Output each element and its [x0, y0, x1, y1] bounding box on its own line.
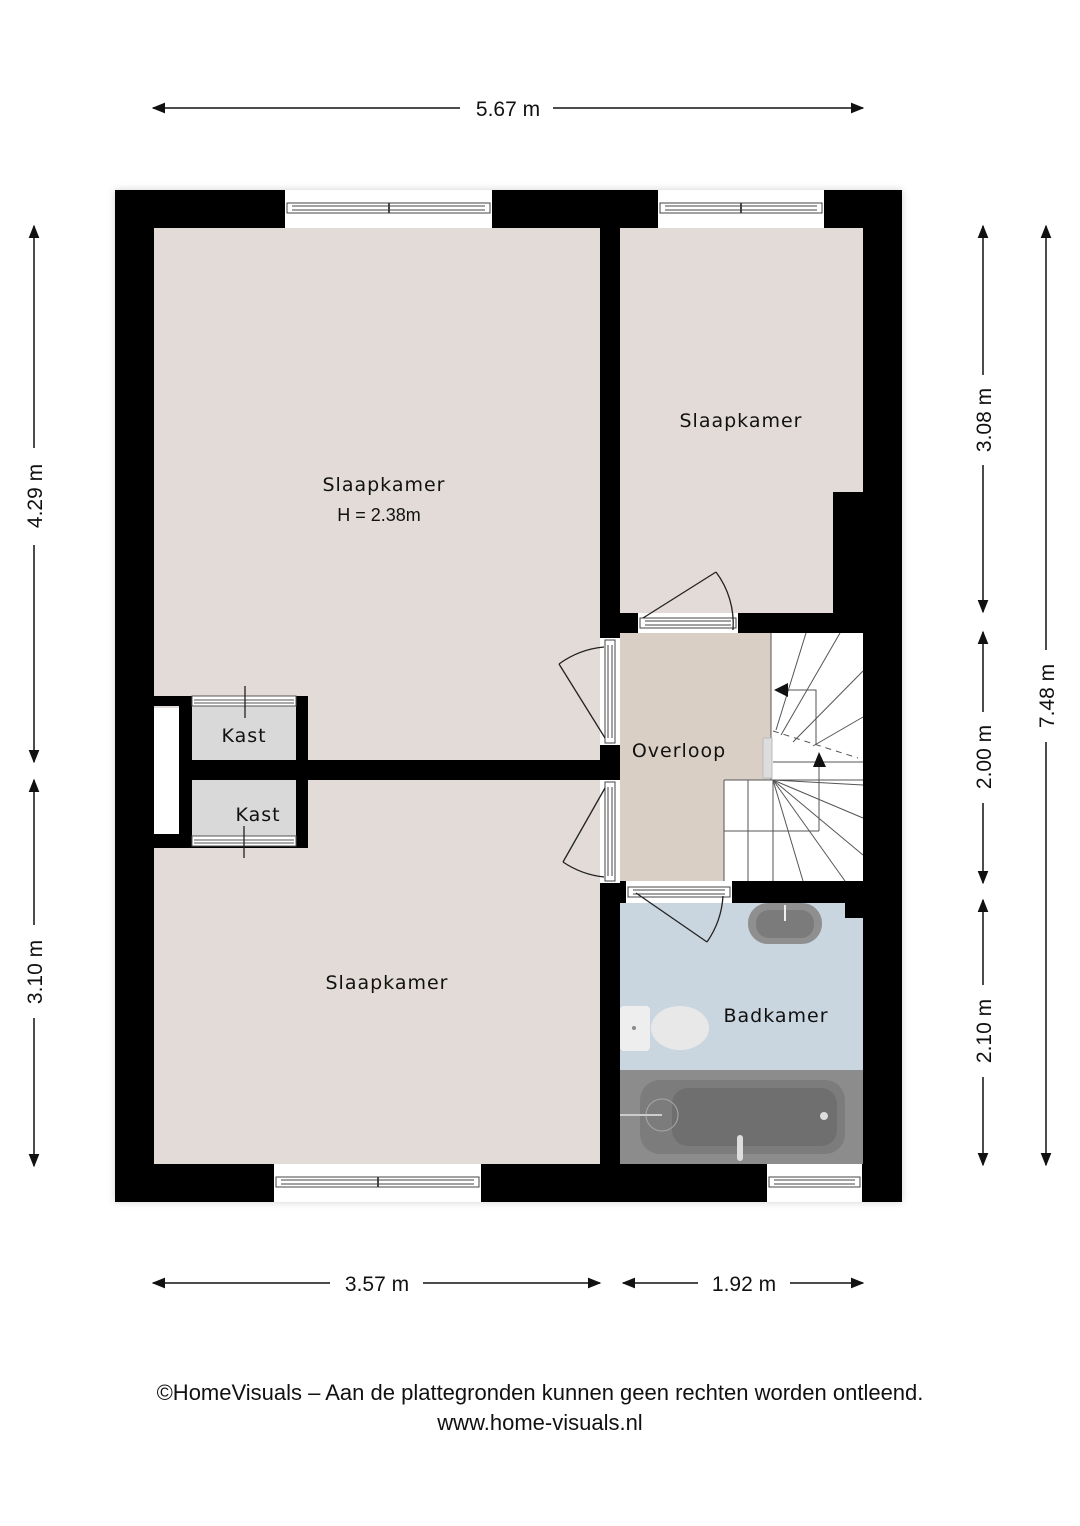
dimension-labels: 5.67 m 3.57 m 1.92 m 4.29 m 3.10 m 3.08 …	[24, 98, 1059, 1296]
label-kast-1: Kast	[221, 725, 266, 747]
dim-left-upper: 4.29 m	[24, 464, 47, 528]
door-slaapkamer-3[interactable]	[562, 780, 620, 883]
door-kast-1[interactable]	[191, 686, 297, 718]
dim-bottom-left: 3.57 m	[345, 1273, 409, 1296]
dim-top-total: 5.67 m	[476, 98, 540, 121]
bathtub-icon	[620, 1070, 863, 1164]
door-slaapkamer-1[interactable]	[558, 638, 620, 780]
label-overloop: Overloop	[632, 740, 726, 762]
label-slaapkamer-2: Slaapkamer	[679, 410, 802, 432]
doors[interactable]	[191, 571, 738, 943]
sink-icon	[748, 903, 822, 944]
toilet-icon	[620, 1006, 709, 1051]
dim-bottom-right: 1.92 m	[712, 1273, 776, 1296]
door-slaapkamer-2[interactable]	[638, 571, 738, 633]
window-bottom-left	[274, 1164, 481, 1202]
label-kast-2: Kast	[235, 804, 280, 826]
window-top-right	[658, 190, 824, 228]
bathroom-fixtures	[620, 903, 863, 1164]
window-bottom-right	[767, 1164, 862, 1202]
room-labels: Slaapkamer H = 2.38m Slaapkamer Slaapkam…	[221, 410, 828, 1027]
label-badkamer: Badkamer	[723, 1005, 828, 1027]
room-floors	[154, 228, 863, 1164]
floor-kast-1	[192, 706, 296, 760]
floor-slaapkamer-2	[620, 228, 863, 613]
door-badkamer[interactable]	[626, 881, 732, 943]
shaft	[154, 708, 179, 834]
dim-right-lower: 2.10 m	[973, 999, 996, 1063]
door-kast-2[interactable]	[191, 826, 297, 858]
label-slaapkamer-3: Slaapkamer	[325, 972, 448, 994]
dim-right-upper: 3.08 m	[973, 388, 996, 452]
floor-stairs	[724, 633, 863, 881]
windows	[274, 190, 862, 1202]
dim-right-total: 7.48 m	[1036, 664, 1059, 728]
staircase	[723, 632, 864, 882]
website-link[interactable]: www.home-visuals.nl	[437, 1410, 643, 1435]
copyright-notice: ©HomeVisuals – Aan de plattegronden kunn…	[156, 1380, 924, 1405]
window-top-left	[285, 190, 492, 228]
floor-slaapkamer-1	[154, 228, 600, 760]
dim-left-lower: 3.10 m	[24, 940, 47, 1004]
dim-right-middle: 2.00 m	[973, 725, 996, 789]
label-slaapkamer-1: Slaapkamer	[322, 474, 445, 496]
dimension-lines	[28, 102, 1052, 1289]
label-slaapkamer-1-height: H = 2.38m	[337, 505, 421, 525]
